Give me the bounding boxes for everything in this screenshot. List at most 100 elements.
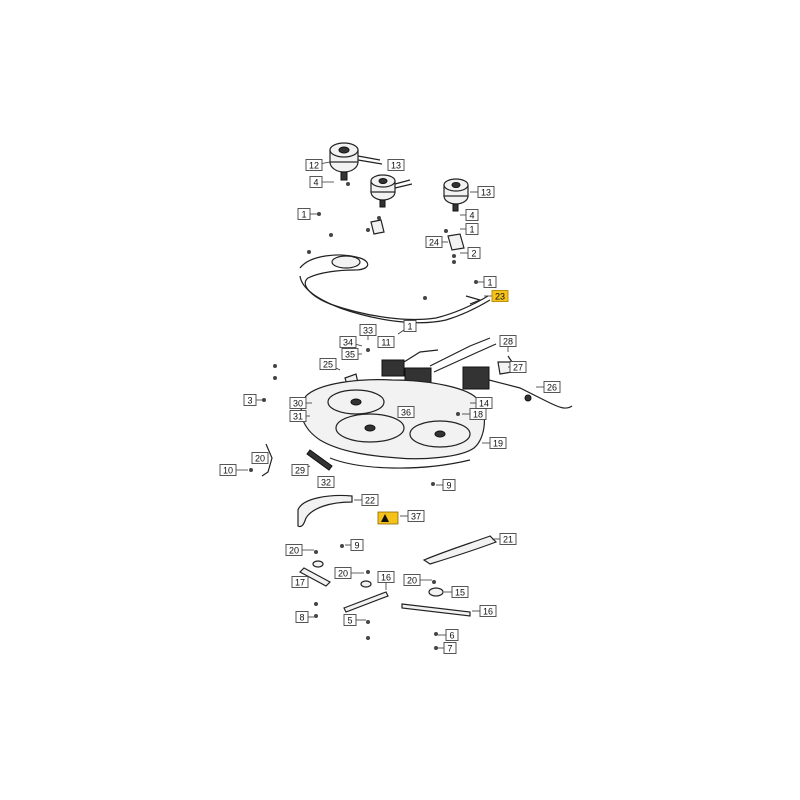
callout-number: 20 — [338, 569, 348, 579]
callout-box — [289, 397, 307, 409]
callout-27: 27 — [508, 361, 527, 373]
callout-box — [403, 320, 417, 332]
callout-box — [499, 533, 517, 545]
callout-2: 2 — [460, 247, 481, 259]
callout-box — [451, 586, 469, 598]
callout-number: 37 — [411, 512, 421, 522]
callout-10: 10 — [219, 464, 248, 476]
blade-17 — [299, 567, 331, 587]
callout-number: 4 — [313, 178, 318, 188]
warning-triangle-icon — [381, 514, 389, 522]
bracket-24 — [447, 233, 465, 251]
callout-box — [499, 335, 517, 347]
callout-31: 31 — [289, 410, 310, 422]
callout-number: 22 — [365, 496, 375, 506]
pulley-assembly-13-center — [370, 174, 413, 208]
callout-8: 8 — [295, 611, 314, 623]
callout-number: 25 — [323, 360, 333, 370]
callout-37: 37 — [400, 510, 425, 522]
callout-32: 32 — [317, 476, 335, 488]
callout-number: 28 — [503, 337, 513, 347]
callout-29: 29 — [291, 464, 311, 476]
callout-box — [543, 381, 561, 393]
callout-22: 22 — [354, 494, 379, 506]
callout-15: 15 — [444, 586, 469, 598]
callout-7: 7 — [438, 642, 457, 654]
callout-number: 20 — [255, 454, 265, 464]
callout-number: 1 — [487, 278, 492, 288]
callout-number: 21 — [503, 535, 513, 545]
callout-box — [483, 276, 497, 288]
callout-number: 16 — [381, 573, 391, 583]
callout-25: 25 — [319, 358, 341, 371]
callout-box — [285, 544, 303, 556]
callout-1: 1 — [297, 208, 318, 220]
blade-16-right — [401, 603, 471, 617]
callout-number: 13 — [391, 161, 401, 171]
callout-number: 18 — [473, 410, 483, 420]
callout-box — [291, 464, 309, 476]
callout-24: 24 — [425, 236, 448, 248]
baffle-21 — [422, 535, 498, 565]
callout-box — [251, 452, 269, 464]
callout-23: 23 — [484, 290, 509, 302]
callout-21: 21 — [492, 533, 517, 545]
callout-number: 1 — [407, 322, 412, 332]
callout-number: 7 — [447, 644, 452, 654]
callout-number: 31 — [293, 412, 303, 422]
callout-12: 12 — [305, 159, 331, 171]
pulley-assembly-13-right — [443, 178, 469, 212]
belt-guard-23 — [299, 254, 491, 324]
callout-19: 19 — [482, 437, 507, 449]
callout-number: 5 — [347, 616, 352, 626]
callout-box — [377, 571, 395, 583]
callout-20: 20 — [285, 544, 314, 556]
callout-number: 13 — [481, 188, 491, 198]
callout-number: 35 — [345, 350, 355, 360]
callout-number: 4 — [469, 211, 474, 221]
callout-13: 13 — [387, 159, 405, 171]
callout-box — [397, 406, 415, 418]
callout-box — [469, 408, 487, 420]
callout-17: 17 — [291, 576, 309, 588]
callout-box — [243, 394, 257, 406]
callout-1: 1 — [460, 223, 479, 235]
callout-number: 20 — [289, 546, 299, 556]
callout-number: 12 — [309, 161, 319, 171]
callout-number: 32 — [321, 478, 331, 488]
callout-box — [305, 159, 323, 171]
callout-3: 3 — [243, 394, 264, 406]
baffle-22 — [297, 494, 353, 528]
callout-18: 18 — [462, 408, 487, 420]
callout-box — [359, 324, 377, 336]
bracket-center — [370, 219, 385, 235]
callout-16: 16 — [377, 571, 395, 590]
callout-box — [343, 614, 357, 626]
callout-box — [317, 476, 335, 488]
callout-box — [489, 437, 507, 449]
callout-number: 8 — [299, 613, 304, 623]
callout-box — [509, 361, 527, 373]
callout-number: 30 — [293, 399, 303, 409]
callout-number: 36 — [401, 408, 411, 418]
callout-number: 2 — [471, 249, 476, 259]
warning-decal-37 — [377, 511, 399, 525]
callout-box — [377, 336, 395, 348]
callout-6: 6 — [438, 629, 459, 641]
callout-number: 33 — [363, 326, 373, 336]
callout-box — [477, 186, 495, 198]
callout-box — [297, 208, 311, 220]
callout-box — [465, 209, 479, 221]
callout-11: 11 — [377, 336, 395, 348]
callout-number: 20 — [407, 576, 417, 586]
pulley-assembly-12 — [329, 142, 383, 181]
callout-box — [445, 629, 459, 641]
callout-number: 27 — [513, 363, 523, 373]
blade-16-center — [343, 591, 389, 613]
callout-box — [442, 479, 456, 491]
callout-box — [341, 348, 359, 360]
mower-deck-19 — [300, 379, 485, 469]
callout-box — [334, 567, 352, 579]
bar-29 — [306, 449, 333, 471]
